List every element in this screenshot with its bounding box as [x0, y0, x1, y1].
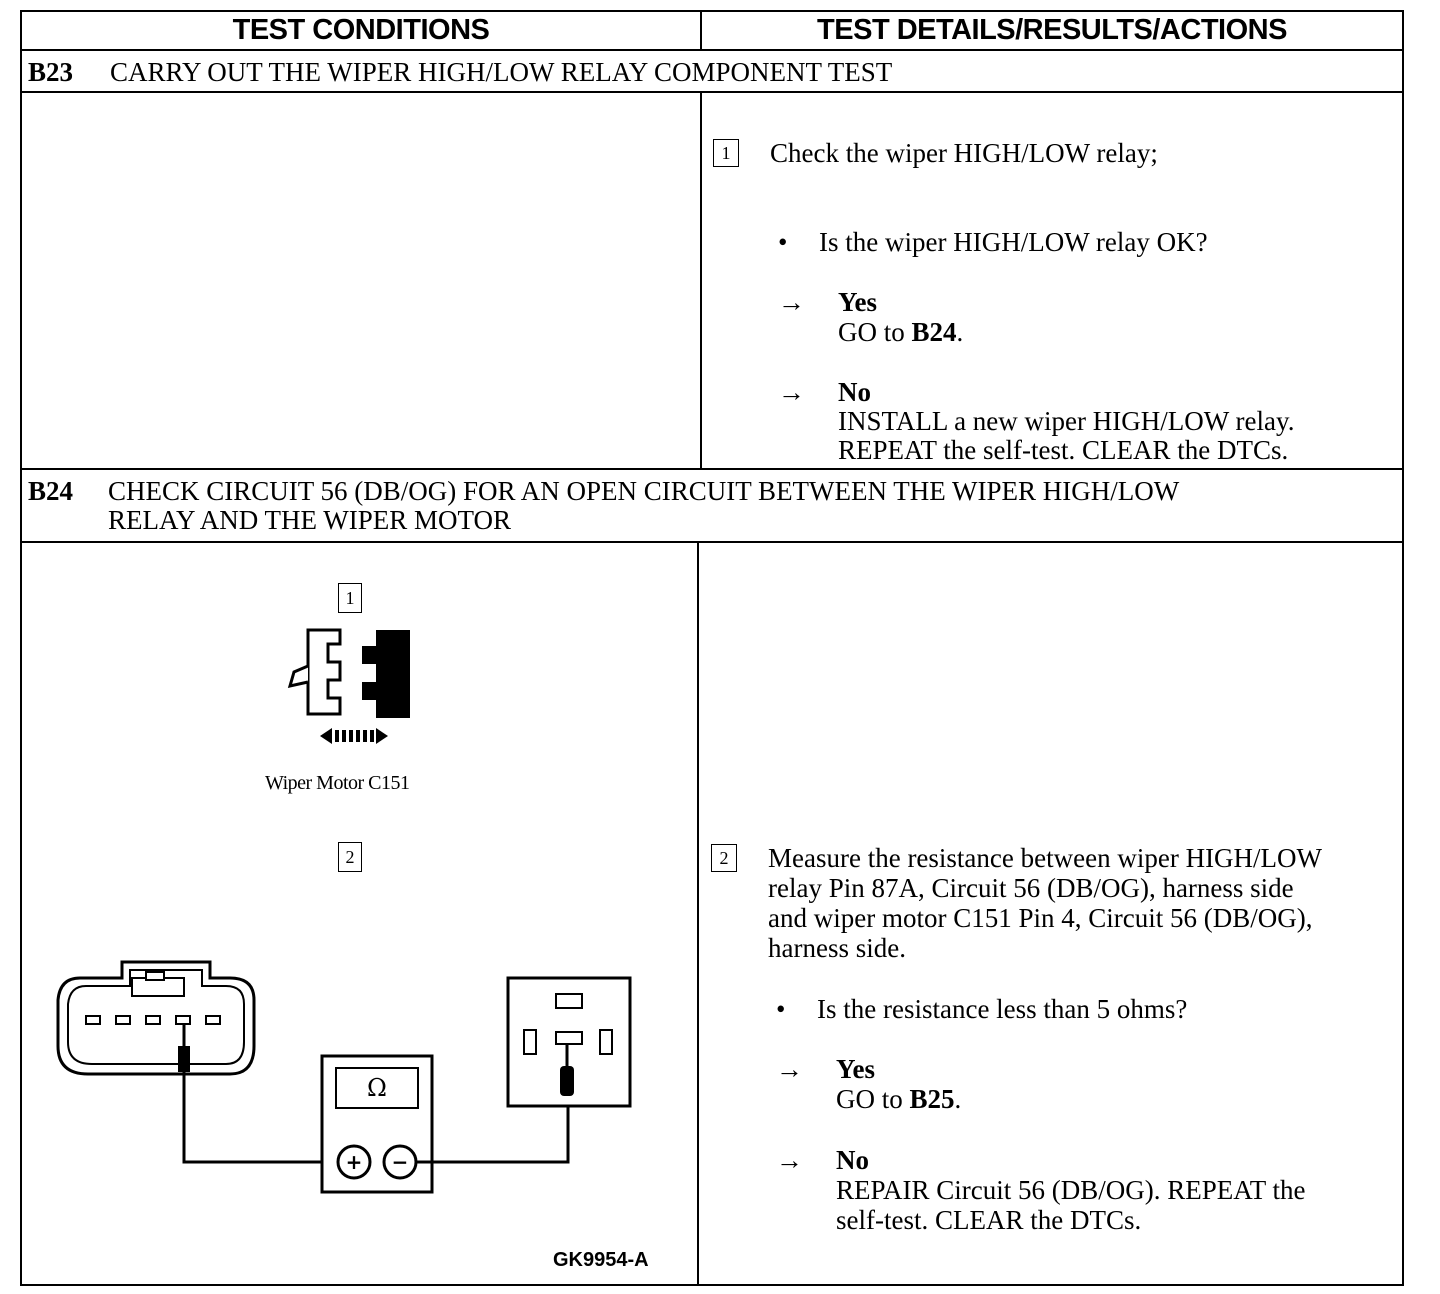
b24-yes-action: GO to B25.: [836, 1084, 961, 1114]
connector-mated-half: [362, 630, 410, 718]
b24-top-divider: [20, 468, 1404, 470]
b24-column-divider: [697, 541, 699, 1286]
minus-sign: −: [392, 1150, 409, 1174]
fig-step-2: 2: [338, 842, 362, 872]
b24-no-line1: REPAIR Circuit 56 (DB/OG). REPEAT the: [836, 1175, 1306, 1205]
b23-bullet: •: [778, 227, 788, 257]
b24-bullet: •: [776, 994, 786, 1024]
b23-question: Is the wiper HIGH/LOW relay OK?: [819, 227, 1208, 257]
b23-no-line2: REPEAT the self-test. CLEAR the DTCs.: [838, 435, 1289, 465]
b23-yes-arrow: →: [778, 287, 805, 317]
header-column-divider: [700, 10, 702, 50]
b24-step-line2: relay Pin 87A, Circuit 56 (DB/OG), harne…: [768, 873, 1294, 903]
plus-sign: +: [346, 1150, 363, 1174]
wire-to-minus: [416, 1090, 570, 1164]
b23-yes-end: .: [956, 317, 964, 347]
header-test-conditions: TEST CONDITIONS: [232, 13, 490, 46]
header-divider: [20, 49, 1404, 51]
b23-column-divider: [700, 91, 702, 469]
arrow-dashes: [335, 730, 374, 742]
relay-probe: [560, 1066, 574, 1096]
ohmmeter-display: [335, 1067, 419, 1109]
b24-title-line1: CHECK CIRCUIT 56 (DB/OG) FOR AN OPEN CIR…: [108, 476, 1180, 506]
b23-yes-label: Yes: [838, 287, 877, 317]
resistance-measurement-diagram: Ω + −: [56, 960, 632, 1194]
b23-yes-go-text: GO to: [838, 317, 905, 347]
arrow-left-head: [320, 728, 332, 744]
b24-yes-arrow: →: [776, 1054, 803, 1084]
b23-no-label: No: [838, 377, 871, 407]
connector-half-outline: [306, 628, 342, 716]
plus-terminal: [336, 1144, 372, 1180]
connector-disconnect-diagram: [287, 628, 410, 744]
arrow-right-head: [376, 728, 388, 744]
b24-yes-ref: B25: [909, 1084, 955, 1114]
b24-step-line3: and wiper motor C151 Pin 4, Circuit 56 (…: [768, 903, 1313, 933]
b24-code: B24: [28, 476, 74, 506]
relay-pins: [523, 993, 613, 1055]
fig-step-1: 1: [338, 583, 362, 613]
b24-no-line2: self-test. CLEAR the DTCs.: [836, 1205, 1142, 1235]
wire-to-plus: [182, 1072, 338, 1164]
b24-no-arrow: →: [776, 1145, 803, 1175]
b23-step-text: Check the wiper HIGH/LOW relay;: [770, 138, 1158, 168]
b24-yes-label: Yes: [836, 1054, 875, 1084]
b24-title-divider: [20, 541, 1404, 543]
b24-step-line4: harness side.: [768, 933, 906, 963]
b23-no-arrow: →: [778, 377, 805, 407]
b23-step-number: 1: [713, 139, 739, 167]
b23-yes-ref: B24: [911, 317, 957, 347]
b23-title-divider: [20, 91, 1404, 93]
connector-label: Wiper Motor C151: [265, 772, 410, 794]
b24-step-line1: Measure the resistance between wiper HIG…: [768, 843, 1323, 873]
harness-connector-inner: [67, 969, 245, 1065]
table-frame: [20, 10, 1404, 1286]
harness-probe: [178, 1046, 190, 1072]
b24-title-line2: RELAY AND THE WIPER MOTOR: [108, 505, 512, 535]
b24-no-label: No: [836, 1145, 869, 1175]
b24-step-number: 2: [711, 844, 737, 872]
b23-code: B23: [28, 57, 74, 87]
b23-yes-action: GO to B24.: [838, 317, 963, 347]
b24-question: Is the resistance less than 5 ohms?: [817, 994, 1188, 1024]
b23-title-text: CARRY OUT THE WIPER HIGH/LOW RELAY COMPO…: [110, 57, 893, 87]
b24-yes-go-text: GO to: [836, 1084, 903, 1114]
b23-no-line1: INSTALL a new wiper HIGH/LOW relay.: [838, 406, 1295, 436]
connector-latch: [287, 664, 309, 689]
ohm-symbol: Ω: [367, 1074, 387, 1102]
header-test-details: TEST DETAILS/RESULTS/ACTIONS: [817, 13, 1287, 46]
figure-id: GK9954-A: [553, 1249, 649, 1271]
harness-connector-tab: [145, 971, 165, 981]
b24-yes-end: .: [954, 1084, 962, 1114]
